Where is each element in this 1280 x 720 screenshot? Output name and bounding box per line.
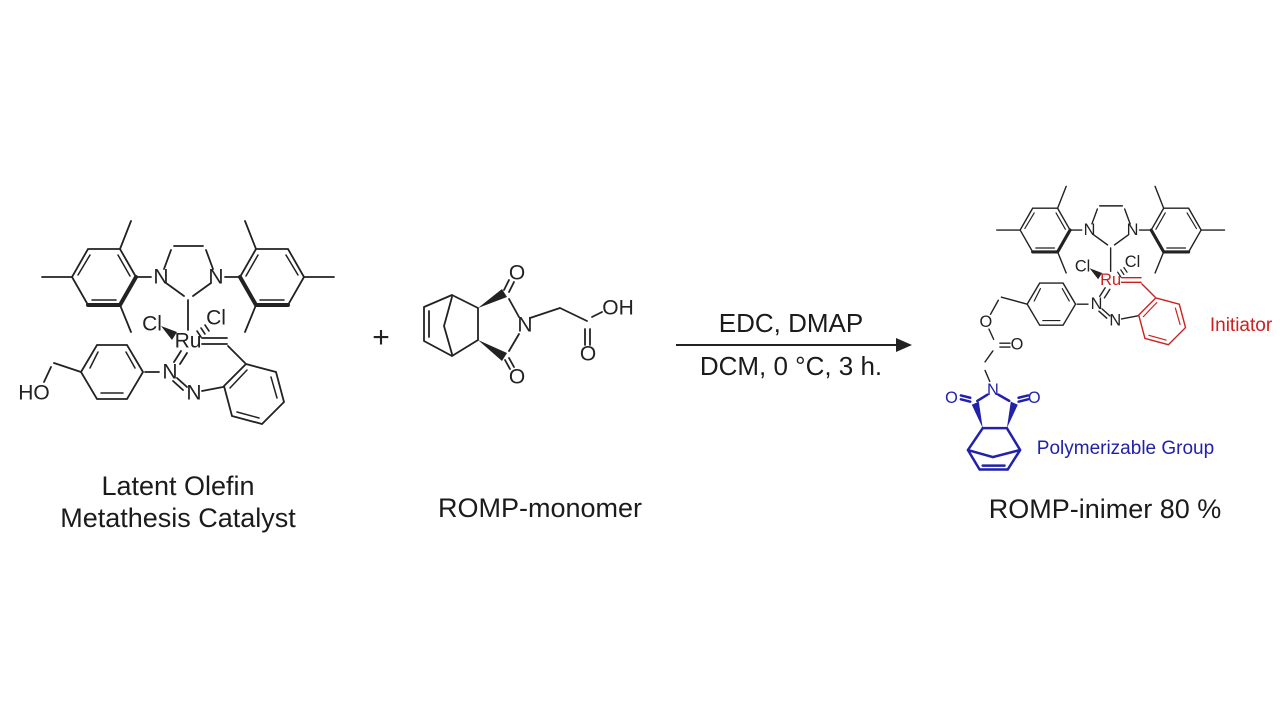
reaction-arrow <box>676 338 912 352</box>
atom-label-cl: Cl <box>142 313 162 336</box>
atom-label-n: N <box>987 381 999 399</box>
atom-label-o: O <box>1028 389 1041 407</box>
phenyl-ring <box>79 344 145 400</box>
imide-wedge-left <box>971 401 983 429</box>
benzylidene-ring <box>222 362 286 426</box>
imide-bonds <box>508 298 520 352</box>
plus-sign: + <box>372 321 390 354</box>
arrow-reagents-label: EDC, DMAP <box>718 308 864 338</box>
imide-carbonyl-doubles <box>503 279 515 370</box>
hydroxymethyl-bonds <box>43 362 82 383</box>
atom-label-ho: HO <box>18 382 50 405</box>
azo-bonds <box>1076 287 1139 320</box>
atom-label-cl: Cl <box>206 307 226 330</box>
atom-label-ru: Ru <box>1100 271 1121 289</box>
initiator-label: Initiator <box>1209 315 1273 336</box>
mesityl-right-methyls <box>224 220 335 333</box>
ru-cl-wedge-bond <box>161 326 177 340</box>
imide-wedge-top <box>478 289 507 308</box>
arrow-head <box>896 338 912 352</box>
mesityl-left-aromatic-inner <box>1024 212 1066 249</box>
norbornene-bonds-blue <box>966 426 1022 471</box>
caption-catalyst: Latent Olefin Metathesis Catalyst <box>8 470 348 535</box>
product-structure: N O O N N Cl Cl N N O O Ru <box>945 185 1226 471</box>
benzylidene-aromatic-inner <box>1142 302 1181 341</box>
benzylidene-ring <box>1137 297 1187 346</box>
mesityl-right-aromatic-inner <box>245 254 299 301</box>
mesityl-left-methyls <box>996 185 1083 274</box>
atom-label-o: O <box>945 389 958 407</box>
atom-label-n: N <box>208 266 223 289</box>
caption-catalyst-line1: Latent Olefin <box>101 471 255 501</box>
atom-label-n: N <box>517 314 532 337</box>
mesityl-right-bold-edges <box>238 275 290 307</box>
catalyst-structure: N N Cl Cl Ru N N HO <box>18 220 335 426</box>
imide-wedge-bottom <box>478 340 507 361</box>
ru-benzylidene-double-bond <box>1120 276 1156 298</box>
mesityl-right-bold-edges <box>1149 228 1191 254</box>
atom-label-ru: Ru <box>175 330 202 353</box>
norbornene-bonds <box>423 294 479 357</box>
phenyl-ring <box>1026 282 1077 326</box>
ester-linker-bonds <box>984 296 1028 383</box>
imide-wedge-right <box>1006 401 1018 429</box>
phenyl-aromatic-inner <box>1033 287 1070 322</box>
mesityl-left-bold-edges <box>86 275 138 307</box>
atom-label-n: N <box>1109 312 1121 330</box>
phenyl-aromatic-inner <box>89 351 136 394</box>
atom-label-n: N <box>1091 295 1103 313</box>
caption-catalyst-line2: Metathesis Catalyst <box>60 503 296 534</box>
atom-label-cl: Cl <box>1075 258 1090 276</box>
atom-label-o: O <box>1011 336 1024 354</box>
caption-monomer: ROMP-monomer <box>437 493 643 523</box>
caption-product: ROMP-inimer 80 % <box>988 494 1222 524</box>
atom-label-oh: OH <box>602 297 634 320</box>
ru-cl-hash-bond <box>1117 266 1128 278</box>
mesityl-left-bold-edges <box>1031 228 1072 254</box>
atom-label-n: N <box>153 266 168 289</box>
atom-label-n: N <box>162 361 177 384</box>
azo-bonds <box>144 350 224 392</box>
atom-label-o: O <box>509 366 525 389</box>
monomer-structure: O O N O OH <box>423 262 634 389</box>
atom-label-o: O <box>509 262 525 285</box>
product-initiator-fragment <box>1120 276 1187 346</box>
atom-label-o: O <box>580 343 596 366</box>
atom-label-n: N <box>186 382 201 405</box>
ru-cl-hash-bond <box>196 324 210 338</box>
ru-benzylidene-double-bond <box>201 337 246 364</box>
imide-bonds-blue <box>959 393 1030 430</box>
benzylidene-aromatic-inner <box>229 369 278 419</box>
ru-cl-wedge-bond <box>1089 268 1103 280</box>
atom-label-cl: Cl <box>1125 253 1140 271</box>
atom-label-n: N <box>1084 221 1096 239</box>
acetic-acid-bonds <box>529 307 603 346</box>
nhc-ring-bonds <box>1091 205 1131 273</box>
product-polymerizable-fragment: N O O <box>945 381 1041 471</box>
atom-label-o: O <box>979 313 992 331</box>
arrow-conditions-label: DCM, 0 °C, 3 h. <box>699 351 883 381</box>
mesityl-right-methyls <box>1138 185 1226 274</box>
nhc-ring-bonds <box>163 245 214 331</box>
atom-label-n: N <box>1127 221 1139 239</box>
mesityl-left-aromatic-inner <box>77 254 131 301</box>
polymerizable-label: Polymerizable Group <box>1036 438 1215 459</box>
mesityl-left-methyls <box>41 220 152 333</box>
mesityl-right-aromatic-inner <box>1155 212 1198 249</box>
